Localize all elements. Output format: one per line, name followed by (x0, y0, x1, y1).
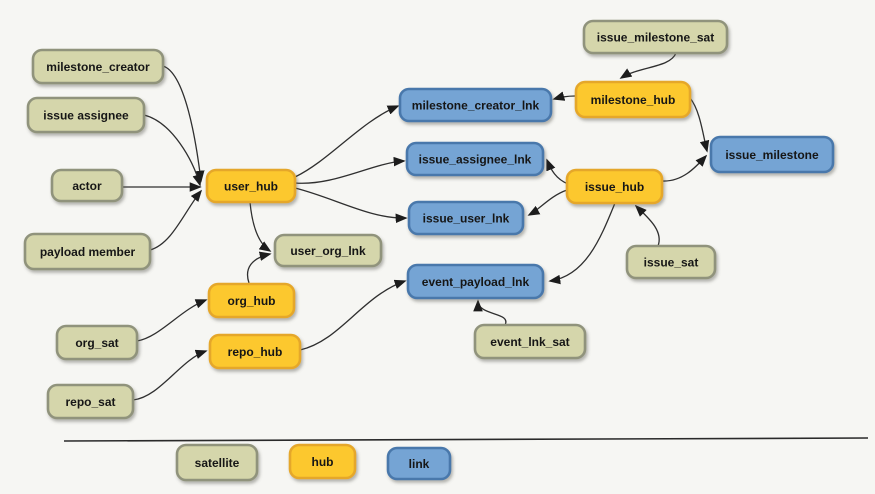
link-shape (406, 263, 545, 300)
edge-milestone_hub-to-issue_milestone (689, 97, 710, 153)
hub-shape (574, 80, 692, 119)
legend-item-link: link (386, 446, 452, 481)
edge-issue_hub-to-issue_user_lnk (527, 189, 568, 216)
link-shape (405, 141, 545, 177)
node-event_lnk_sat: event_lnk_sat (473, 323, 587, 360)
node-issue_milestone: issue_milestone (709, 135, 835, 174)
edge-repo_sat-to-repo_hub (132, 349, 208, 401)
node-actor: actor (50, 168, 124, 203)
node-issue_hub-label: issue_hub (585, 180, 644, 194)
node-issue_assignee_lnk-label: issue_assignee_lnk (419, 152, 532, 166)
edge-repo_hub-to-event_payload_lnk (299, 279, 407, 351)
edge-issue_assignee-to-user_hub (143, 114, 202, 187)
node-repo_hub-label: repo_hub (228, 345, 283, 359)
node-issue_user_lnk-label: issue_user_lnk (423, 211, 510, 225)
edge-user_hub-to-issue_assignee_lnk (294, 156, 406, 184)
legend-item-satellite-label: satellite (195, 456, 240, 470)
edge-issue_hub-to-event_payload_lnk (548, 202, 616, 285)
node-repo_sat-label: repo_sat (65, 395, 115, 409)
link-shape (709, 135, 835, 174)
link-shape (386, 446, 452, 481)
node-milestone_hub: milestone_hub (574, 80, 692, 119)
legend-item-link-label: link (409, 457, 430, 471)
satellite-shape (625, 244, 717, 280)
edge-org_sat-to-org_hub (136, 299, 208, 342)
node-issue_sat: issue_sat (625, 244, 717, 280)
edge-event_lnk_sat-to-event_payload_lnk (473, 299, 507, 326)
node-user_hub-label: user_hub (224, 179, 278, 193)
satellite-shape (26, 96, 146, 134)
edge-milestone_hub-to-milestone_creator_lnk (552, 91, 576, 101)
edge-user_hub-to-milestone_creator_lnk (294, 105, 400, 178)
satellite-shape (175, 443, 259, 482)
node-org_hub-label: org_hub (228, 294, 276, 308)
edge-user_hub-to-user_org_lnk (249, 201, 272, 252)
node-repo_hub: repo_hub (208, 333, 302, 370)
legend: satellite hub link (63, 437, 869, 482)
node-user_org_lnk-label: user_org_lnk (290, 244, 366, 258)
link-shape (398, 87, 553, 123)
satellite-shape (23, 232, 152, 271)
node-milestone_creator: milestone_creator (31, 48, 165, 85)
hub-shape (205, 168, 297, 204)
node-milestone_creator_lnk-label: milestone_creator_lnk (412, 98, 540, 112)
node-issue_hub: issue_hub (565, 168, 664, 205)
node-org_sat-label: org_sat (75, 336, 118, 350)
hub-shape (565, 168, 664, 205)
satellite-shape (55, 324, 139, 361)
link-shape (407, 200, 525, 236)
hub-shape (288, 443, 357, 480)
node-milestone_hub-label: milestone_hub (591, 93, 676, 107)
edge-milestone_creator-to-user_hub (162, 65, 205, 183)
legend-item-satellite: satellite (175, 443, 259, 482)
node-issue_assignee-label: issue assignee (43, 108, 129, 122)
node-milestone_creator-label: milestone_creator (46, 60, 150, 74)
node-payload_member: payload member (23, 232, 152, 271)
node-milestone_creator_lnk: milestone_creator_lnk (398, 87, 553, 123)
node-issue_milestone-label: issue_milestone (725, 148, 819, 162)
edge-user_hub-to-issue_user_lnk (294, 187, 408, 224)
node-issue_user_lnk: issue_user_lnk (407, 200, 525, 236)
node-issue_milestone_sat: issue_milestone_sat (582, 19, 729, 55)
node-org_sat: org_sat (55, 324, 139, 361)
edge-issue_hub-to-issue_assignee_lnk (546, 158, 569, 185)
node-repo_sat: repo_sat (46, 383, 135, 420)
node-issue_assignee_lnk: issue_assignee_lnk (405, 141, 545, 177)
node-issue_sat-label: issue_sat (644, 255, 699, 269)
node-issue_milestone_sat-label: issue_milestone_sat (597, 30, 714, 44)
node-org_hub: org_hub (207, 282, 296, 319)
satellite-shape (473, 323, 587, 360)
node-user_org_lnk: user_org_lnk (273, 233, 383, 268)
satellite-shape (582, 19, 729, 55)
satellite-shape (273, 233, 383, 268)
edge-issue_hub-to-issue_milestone (661, 154, 708, 182)
hub-shape (207, 282, 296, 319)
node-issue_assignee: issue assignee (26, 96, 146, 134)
legend-divider (63, 437, 869, 442)
edge-org_hub-to-user_org_lnk (246, 251, 272, 284)
edge-layer (121, 52, 710, 401)
node-user_hub: user_hub (205, 168, 297, 204)
legend-item-hub: hub (288, 443, 357, 480)
legend-item-hub-label: hub (312, 455, 334, 469)
node-event_lnk_sat-label: event_lnk_sat (490, 335, 569, 349)
edge-issue_milestone_sat-to-milestone_hub (619, 52, 677, 79)
satellite-shape (46, 383, 135, 420)
edge-issue_sat-to-issue_hub (634, 204, 660, 247)
node-event_payload_lnk-label: event_payload_lnk (422, 275, 530, 289)
hub-shape (208, 333, 302, 370)
edge-payload_member-to-user_hub (149, 189, 203, 251)
satellite-shape (31, 48, 165, 85)
node-actor-label: actor (72, 179, 102, 193)
satellite-shape (50, 168, 124, 203)
node-event_payload_lnk: event_payload_lnk (406, 263, 545, 300)
node-payload_member-label: payload member (40, 245, 136, 259)
